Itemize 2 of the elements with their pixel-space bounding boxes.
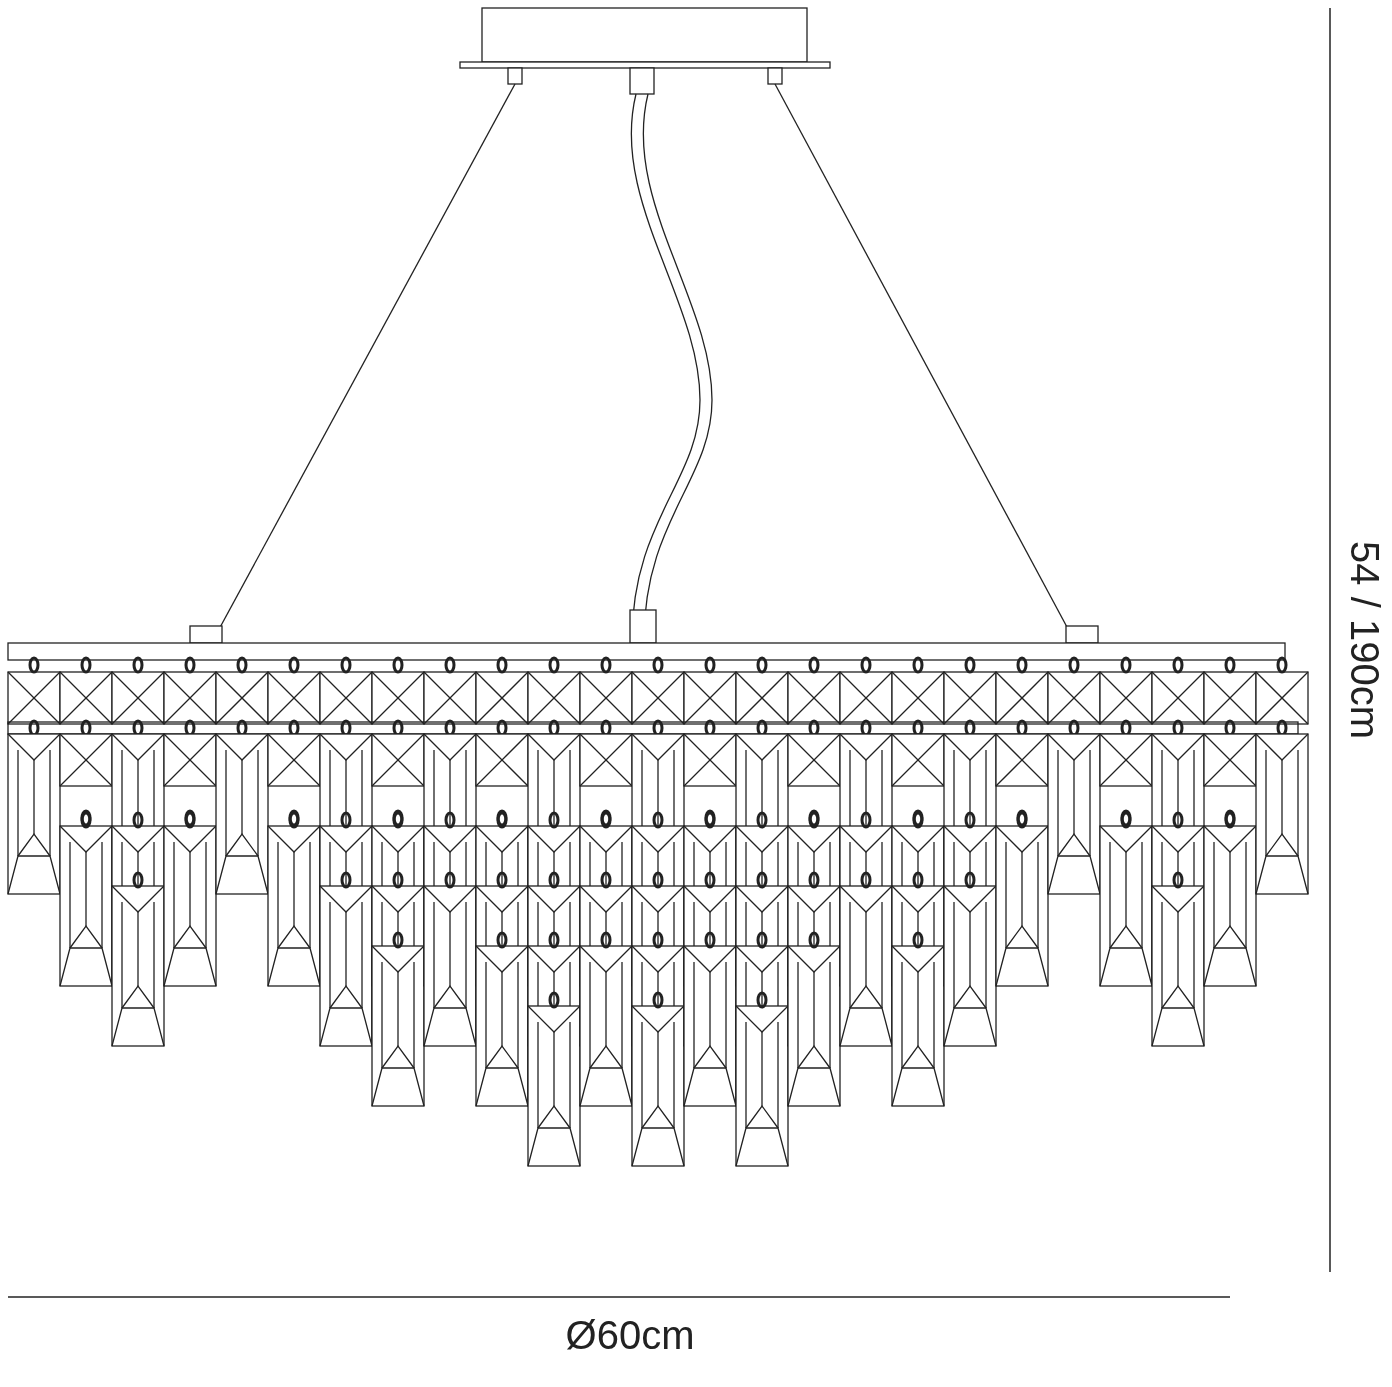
diameter-dimension-label: Ø60cm [565, 1315, 695, 1355]
height-dimension-label: 54 / 190cm [1345, 541, 1385, 739]
